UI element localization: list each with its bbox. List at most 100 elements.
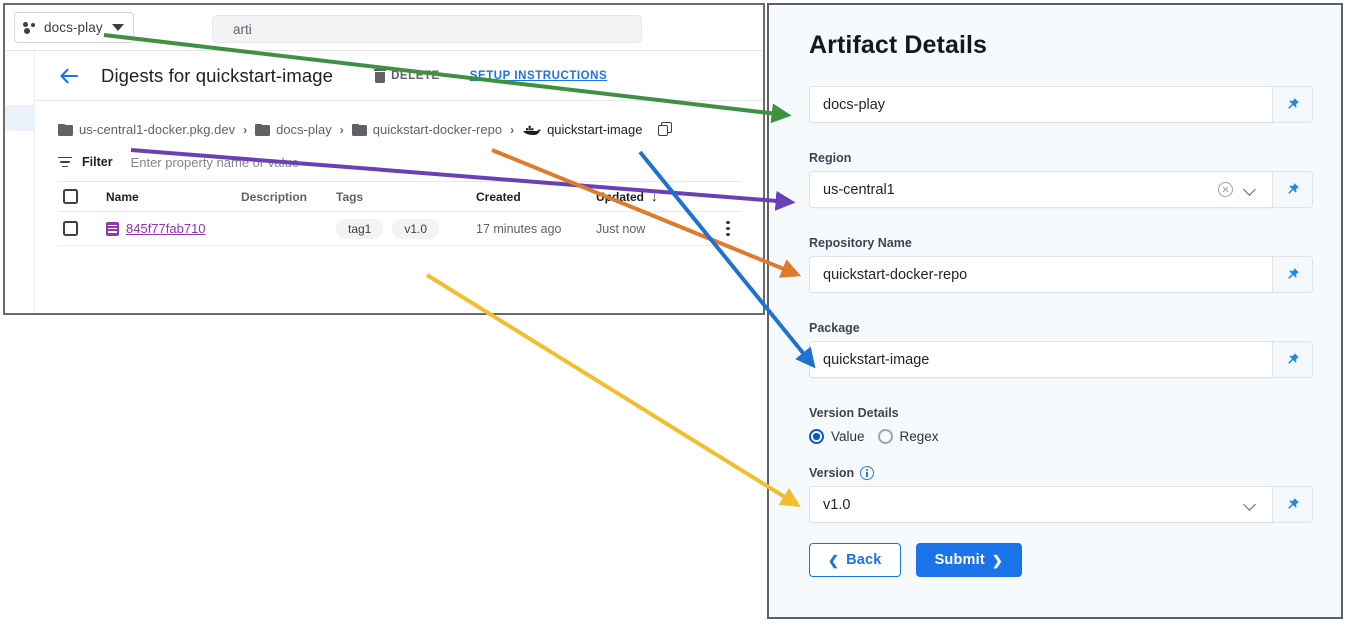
radio-icon-selected — [809, 429, 824, 444]
cell-tags: tag1 v1.0 — [336, 218, 476, 239]
console-topbar: docs-play arti — [5, 5, 763, 51]
column-header-created[interactable]: Created — [476, 189, 521, 204]
filter-icon — [58, 156, 72, 168]
breadcrumb: us-central1-docker.pkg.dev › docs-play ›… — [36, 101, 763, 137]
cell-updated: Just now — [596, 221, 646, 236]
back-arrow-icon[interactable] — [58, 65, 80, 87]
form-button-row: ❮ Back Submit ❯ — [809, 543, 1313, 577]
page-header: Digests for quickstart-image DELETE SETU… — [36, 51, 763, 101]
region-field[interactable]: us-central1 — [809, 171, 1313, 208]
version-label-row: Version — [809, 466, 1313, 480]
breadcrumb-separator-icon: › — [243, 122, 248, 137]
tag-chip: tag1 — [336, 218, 384, 239]
package-field[interactable]: quickstart-image — [809, 341, 1313, 378]
version-input-value: v1.0 — [823, 496, 851, 513]
breadcrumb-separator-icon: › — [510, 122, 515, 137]
column-header-name[interactable]: Name — [106, 189, 139, 204]
digest-link[interactable]: 845f77fab710 — [126, 221, 206, 236]
folder-icon — [351, 123, 367, 136]
chevron-down-icon[interactable] — [1245, 499, 1256, 510]
filter-label: Filter — [82, 155, 113, 169]
kebab-menu-icon — [726, 220, 730, 238]
row-menu-button[interactable] — [704, 220, 741, 238]
chevron-right-icon: ❯ — [991, 552, 1003, 568]
filter-input[interactable]: Enter property name or value — [130, 154, 299, 170]
pin-icon — [1288, 183, 1299, 194]
chevron-down-icon[interactable] — [1245, 184, 1256, 195]
version-field[interactable]: v1.0 — [809, 486, 1313, 523]
checkbox-icon — [63, 221, 78, 236]
breadcrumb-item-image[interactable]: quickstart-image — [522, 122, 642, 137]
form-title: Artifact Details — [809, 31, 988, 59]
info-icon[interactable] — [860, 466, 875, 480]
radio-option-value[interactable]: Value — [809, 429, 865, 444]
region-pin-button[interactable] — [1272, 171, 1313, 208]
version-label: Version — [809, 466, 855, 480]
column-header-tags[interactable]: Tags — [336, 189, 364, 204]
column-header-description[interactable]: Description — [241, 189, 308, 204]
artifact-registry-console-panel: docs-play arti Digests for quickstart-im… — [3, 3, 765, 315]
breadcrumb-label: quickstart-image — [547, 122, 643, 137]
pin-icon — [1288, 98, 1299, 109]
version-details-label: Version Details — [809, 406, 899, 420]
console-left-rail — [5, 51, 35, 313]
version-pin-button[interactable] — [1272, 486, 1313, 523]
cell-created: 17 minutes ago — [476, 221, 562, 236]
column-header-updated-label: Updated — [596, 189, 644, 204]
select-all-checkbox[interactable] — [58, 189, 106, 204]
pin-icon — [1288, 268, 1299, 279]
repository-name-pin-button[interactable] — [1272, 256, 1313, 293]
submit-button-label: Submit — [934, 552, 985, 568]
checkbox-icon — [63, 189, 78, 204]
setup-instructions-link[interactable]: SETUP INSTRUCTIONS — [469, 69, 608, 82]
back-button-label: Back — [846, 552, 882, 568]
row-checkbox[interactable] — [58, 221, 106, 236]
search-input[interactable]: arti — [212, 15, 642, 43]
clear-icon[interactable] — [1218, 182, 1233, 197]
package-pin-button[interactable] — [1272, 341, 1313, 378]
version-input[interactable]: v1.0 — [809, 486, 1272, 523]
region-input[interactable]: us-central1 — [809, 171, 1272, 208]
project-pin-button[interactable] — [1272, 86, 1313, 123]
folder-icon — [255, 123, 271, 136]
project-input-value: docs-play — [823, 96, 886, 113]
table-header-row: Name Description Tags Created Updated ↓ — [58, 182, 741, 212]
table-row[interactable]: 845f77fab710 tag1 v1.0 17 minutes ago Ju… — [58, 212, 741, 246]
breadcrumb-item-registry[interactable]: us-central1-docker.pkg.dev — [58, 122, 235, 137]
repository-name-label: Repository Name — [809, 236, 912, 250]
column-header-updated[interactable]: Updated ↓ — [596, 190, 704, 204]
repository-name-input[interactable]: quickstart-docker-repo — [809, 256, 1272, 293]
digests-table: Name Description Tags Created Updated ↓ … — [58, 182, 741, 246]
docker-whale-icon — [522, 123, 541, 136]
breadcrumb-label: docs-play — [276, 122, 332, 137]
breadcrumb-item-repository[interactable]: quickstart-docker-repo — [351, 122, 502, 137]
radio-icon — [877, 429, 893, 444]
region-label: Region — [809, 151, 852, 165]
project-input[interactable]: docs-play — [809, 86, 1272, 123]
page-title: Digests for quickstart-image — [101, 64, 334, 86]
back-button[interactable]: ❮ Back — [809, 543, 901, 577]
pin-icon — [1288, 498, 1299, 509]
project-picker[interactable]: docs-play — [14, 12, 134, 43]
package-input[interactable]: quickstart-image — [809, 341, 1272, 378]
copy-icon[interactable] — [658, 122, 673, 137]
breadcrumb-separator-icon: › — [339, 122, 344, 137]
arrow-down-icon: ↓ — [651, 189, 658, 204]
project-dots-icon — [23, 21, 37, 35]
artifact-details-form-panel: Artifact Details docs-play Region us-cen… — [767, 3, 1343, 619]
chevron-down-icon — [111, 24, 124, 31]
radio-option-regex[interactable]: Regex — [877, 429, 939, 444]
filter-bar[interactable]: Filter Enter property name or value — [58, 152, 741, 182]
project-field[interactable]: docs-play — [809, 86, 1313, 123]
cell-name: 845f77fab710 — [106, 221, 241, 236]
repository-name-field[interactable]: quickstart-docker-repo — [809, 256, 1313, 293]
repository-name-input-value: quickstart-docker-repo — [823, 266, 968, 283]
region-input-value: us-central1 — [823, 181, 895, 198]
radio-option-value-label: Value — [831, 429, 865, 444]
chevron-left-icon: ❮ — [828, 552, 840, 568]
package-label: Package — [809, 321, 860, 335]
breadcrumb-item-project[interactable]: docs-play — [255, 122, 332, 137]
submit-button[interactable]: Submit ❯ — [915, 543, 1022, 577]
delete-button[interactable]: DELETE — [374, 68, 440, 83]
rail-active-indicator — [5, 105, 35, 131]
